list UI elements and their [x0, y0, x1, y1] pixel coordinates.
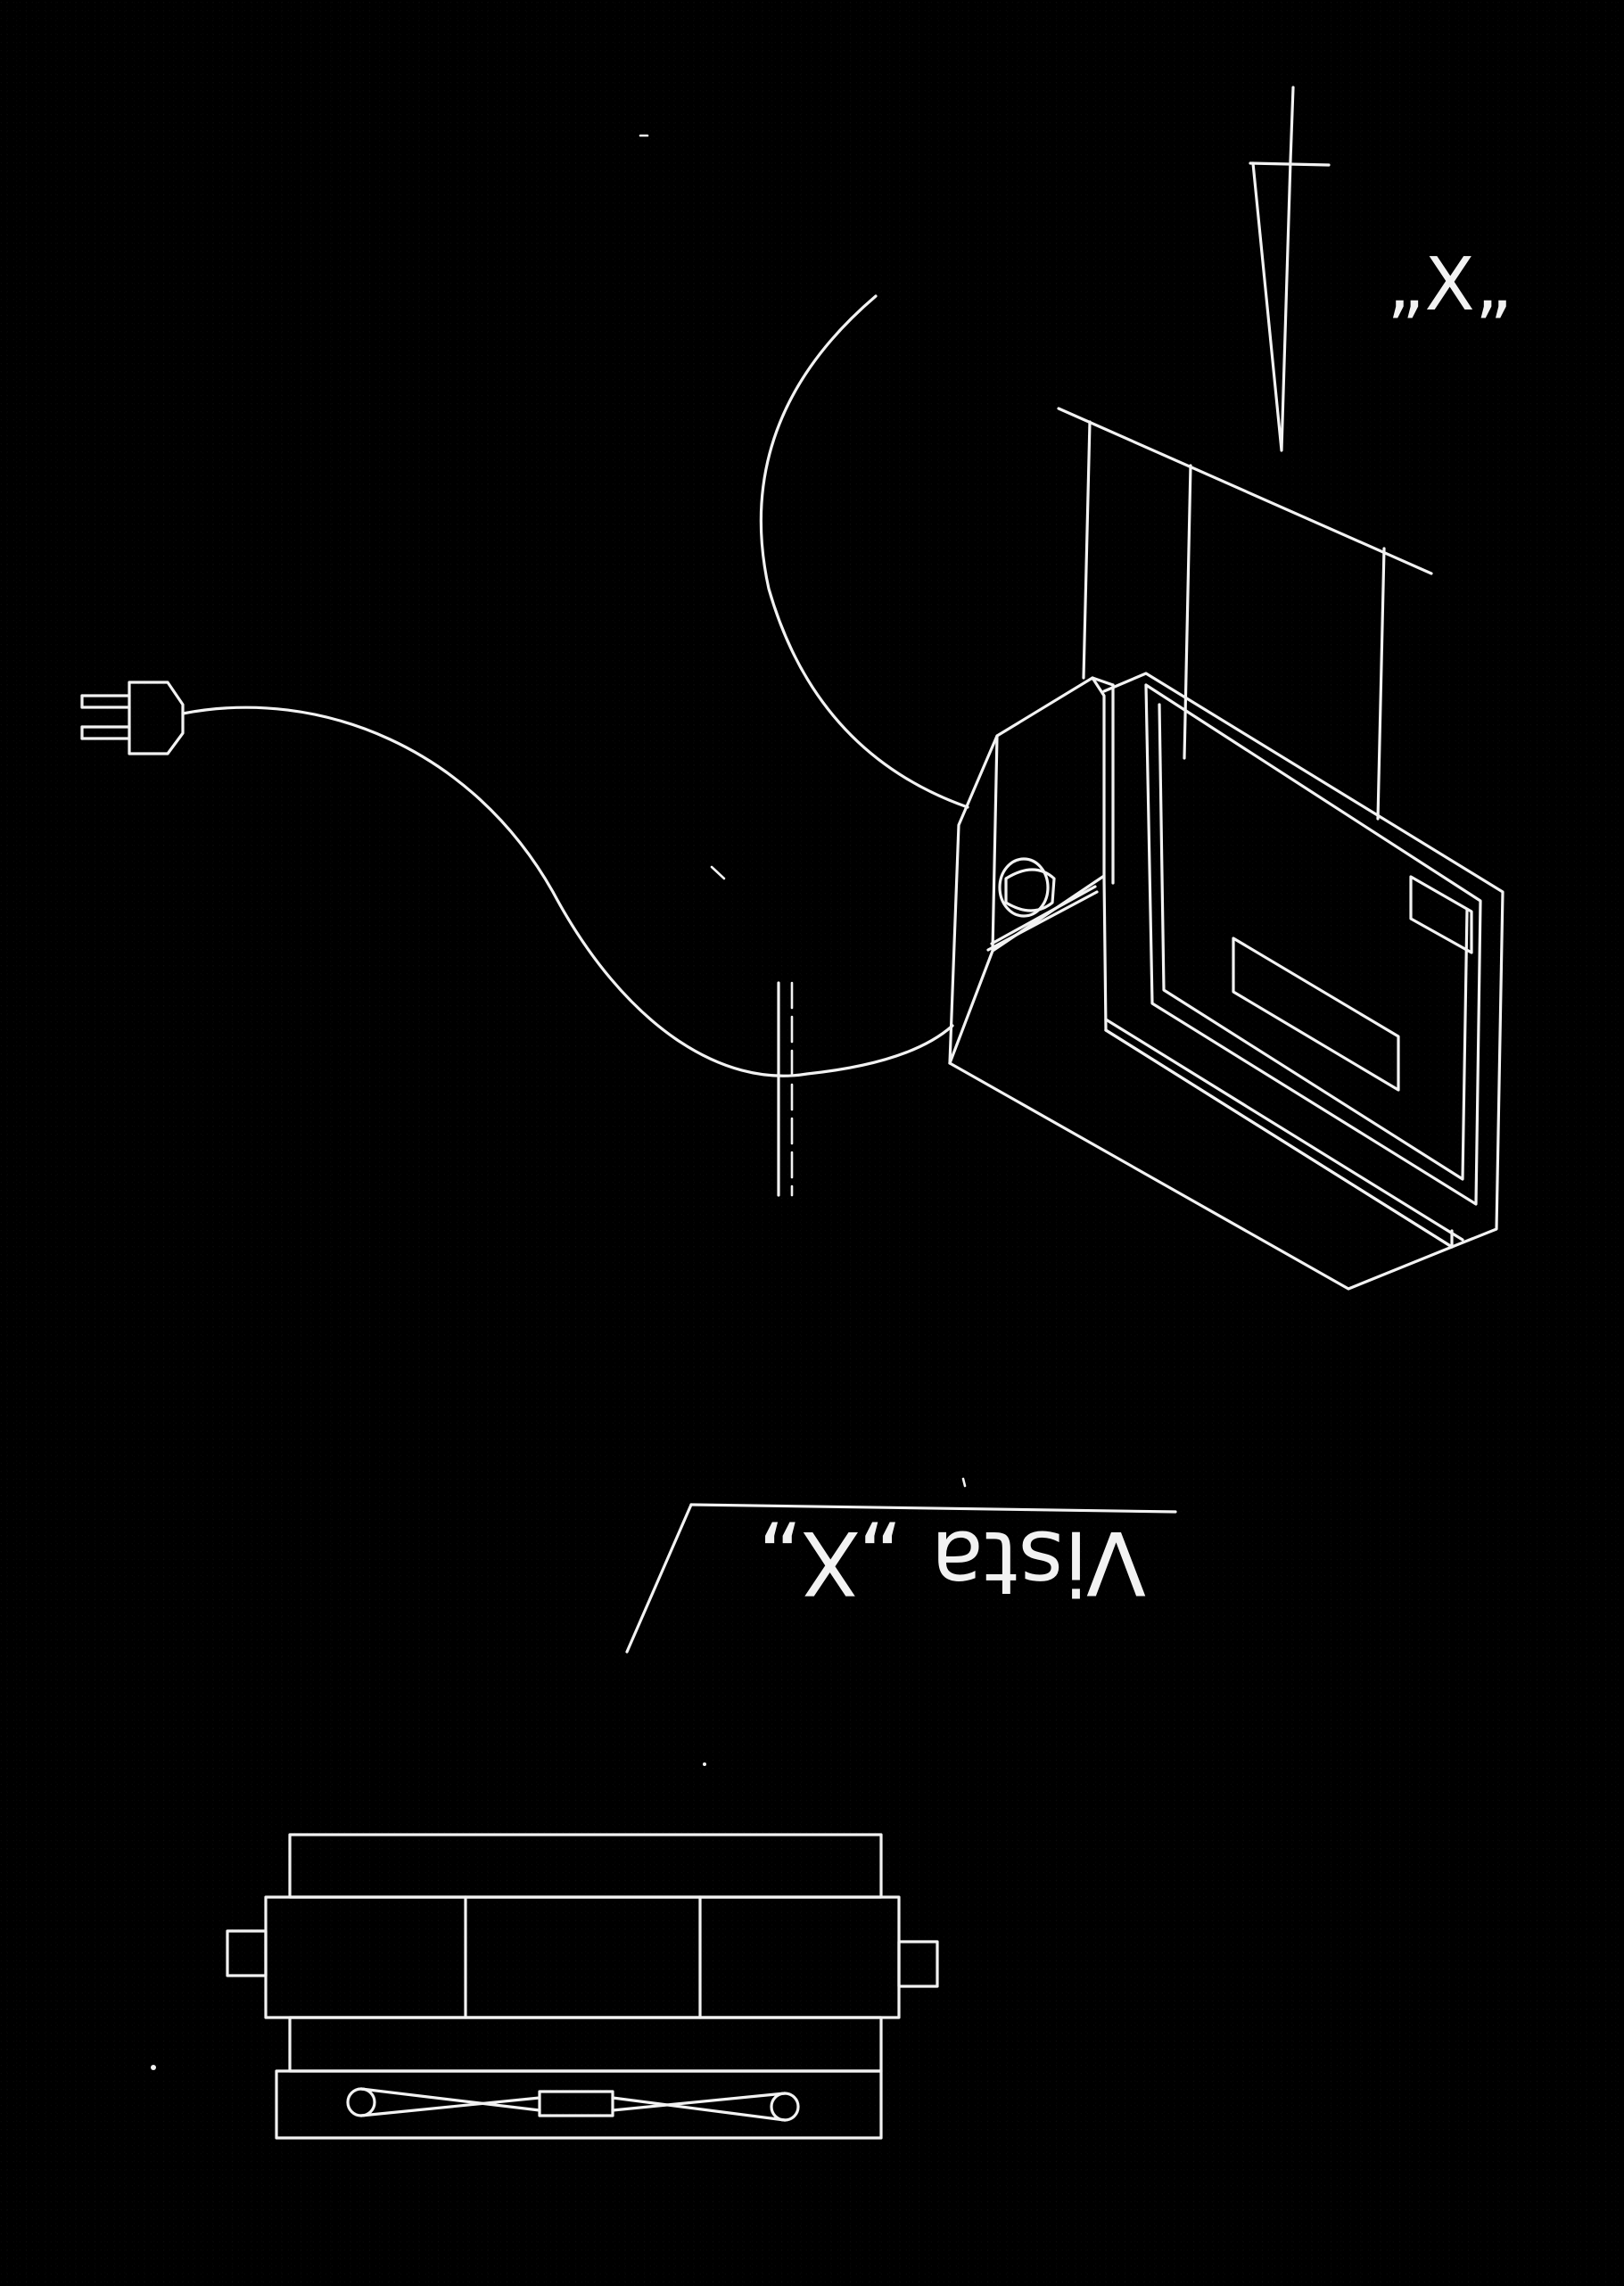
small-tick	[710, 865, 726, 880]
stray-dot	[703, 1762, 706, 1766]
mounting-bracket	[1057, 407, 1433, 821]
stray-dot	[151, 2065, 156, 2070]
device-housing	[948, 672, 1504, 1291]
power-switch-knob	[986, 857, 1099, 952]
view-x-elevation	[226, 1833, 939, 2140]
cord-break-mark	[777, 981, 794, 1197]
fan-belt-icon	[346, 2087, 800, 2122]
rotation-arc-icon	[759, 294, 969, 809]
view-caption-label: Vista „X„	[757, 1511, 1146, 1613]
power-plug-icon	[80, 681, 185, 755]
view-marker-label: „Χ„	[1387, 243, 1513, 327]
power-cord	[181, 706, 954, 1077]
view-direction-arrow-icon	[1249, 86, 1331, 452]
view-caption: Vista „X„	[625, 1477, 1177, 1654]
